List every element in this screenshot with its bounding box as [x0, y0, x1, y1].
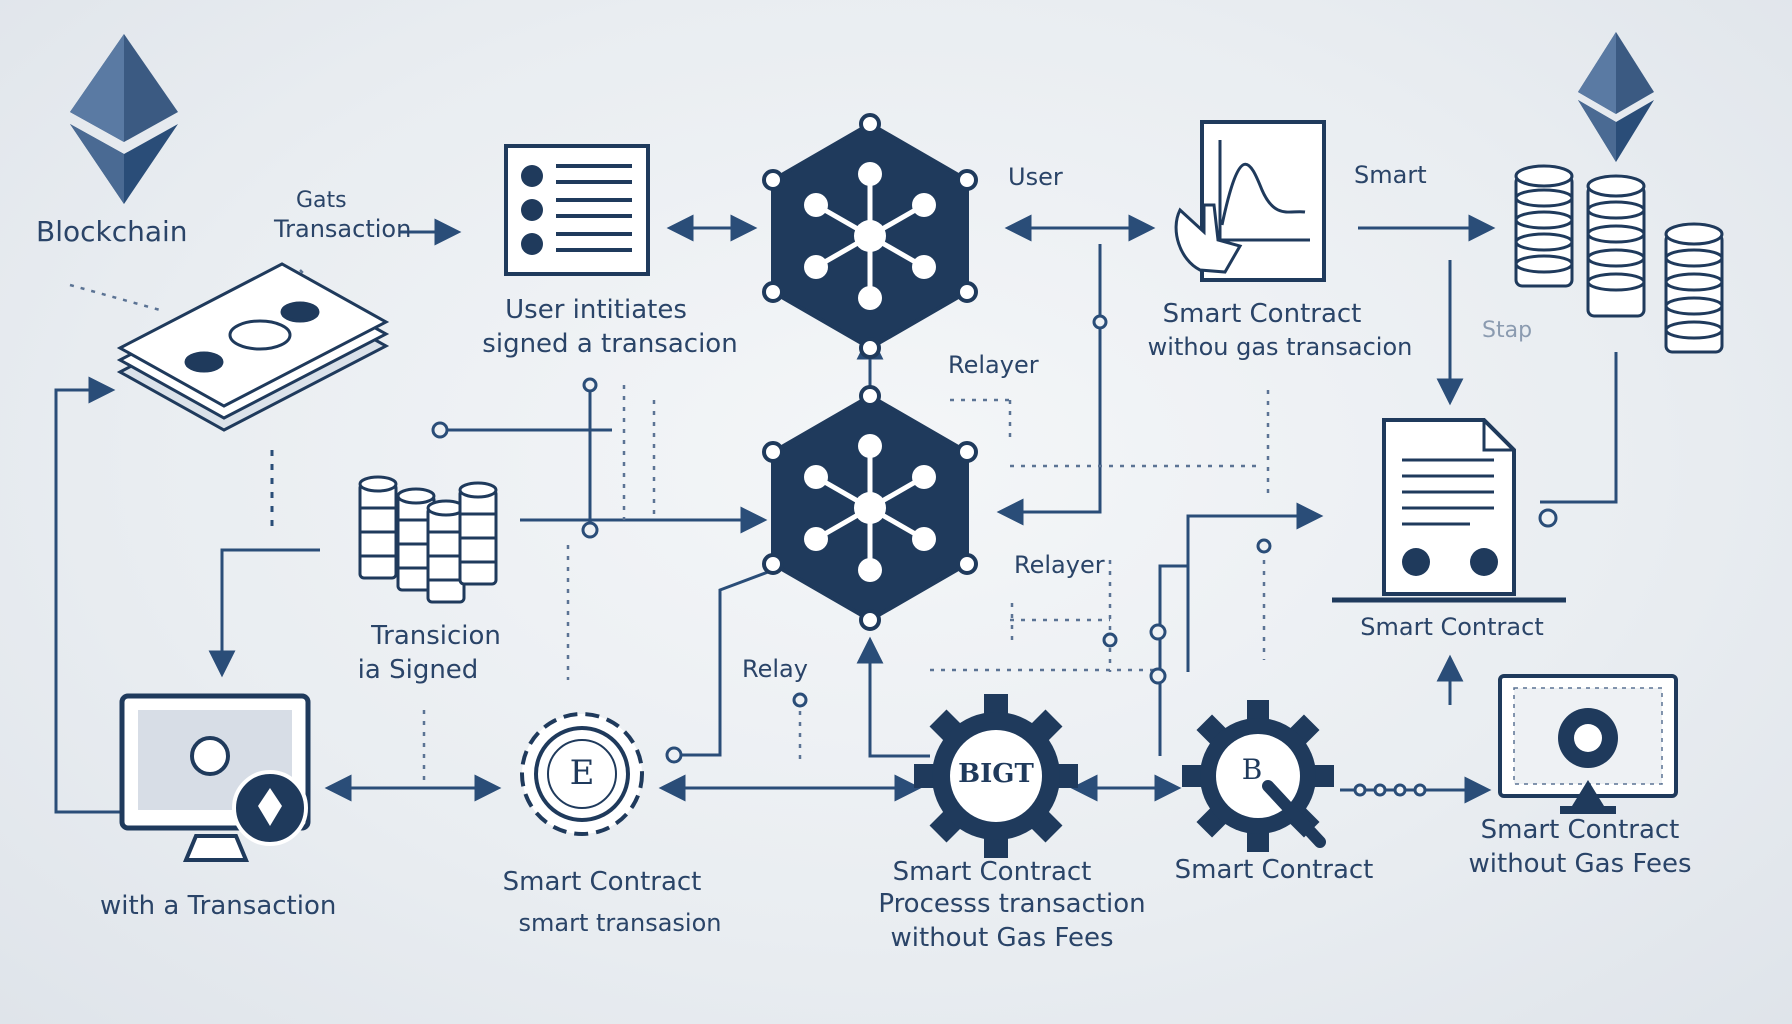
label-transaction-signed-1: Transicion: [371, 621, 501, 651]
hexagon-network-icon-top: [762, 113, 978, 359]
screen-shield-icon: [1498, 674, 1678, 814]
arrow-user-to-hex-mid: [996, 244, 1102, 526]
line-to-monitor: [208, 548, 320, 678]
contract-chart-icon: [1174, 120, 1326, 282]
arrow-to-doc-right: [1186, 502, 1324, 672]
label-blockchain: Blockchain: [36, 215, 188, 248]
gear-text-center: BIGT: [958, 759, 1034, 789]
label-user: User: [1008, 163, 1063, 191]
label-stap: Stap: [1482, 318, 1533, 343]
faded-title: [680, 38, 1080, 64]
document-icon: [1332, 418, 1566, 603]
money-bills-icon: [116, 262, 390, 432]
line-coins-to-doc: [1540, 352, 1618, 504]
gear-text-left: E: [569, 753, 595, 793]
document-list-icon: [504, 144, 650, 276]
label-relayer-top: Relayer: [948, 351, 1039, 379]
label-smart-contract-bc-2: Processs transaction: [878, 889, 1146, 919]
label-relayer-mid: Relayer: [1014, 551, 1105, 579]
label-without-gas-transaction: withou gas transacion: [1147, 333, 1413, 361]
big-gear-icon: [914, 694, 1078, 858]
label-relay: Relay: [742, 655, 808, 683]
label-smart-contract-bl-2: smart transasion: [518, 909, 722, 937]
gear-icon: [520, 712, 644, 836]
label-smart-contract-bc-1: Smart Contract: [892, 857, 1092, 887]
label-smart-contract-bc-3: without Gas Fees: [890, 923, 1114, 953]
label-transaction-signed-2: ia Signed: [357, 655, 479, 685]
ethereum-icon: [70, 34, 178, 204]
label-smart-contract-br: Smart Contract: [1174, 855, 1374, 885]
server-cylinder-icon: [358, 475, 498, 604]
ethereum-icon-right: [1578, 32, 1654, 162]
search-gear-icon: [1182, 700, 1334, 852]
label-smart: Smart: [1354, 161, 1427, 189]
label-transaction: Transaction: [274, 215, 412, 243]
label-smart-contract-right: Smart Contract: [1360, 613, 1544, 641]
label-smart-contract-bl-1: Smart Contract: [502, 867, 702, 897]
label-smart-contract-fr-1: Smart Contract: [1480, 815, 1680, 845]
coin-stack-icon: [1514, 164, 1724, 354]
connectors: [54, 214, 1618, 814]
loop-monitor-bills: [54, 376, 120, 814]
gear-text-right: B: [1241, 753, 1263, 786]
line-corridor: [1158, 564, 1188, 756]
label-with-transaction: with a Transaction: [100, 891, 337, 921]
connector-dots: [431, 314, 1558, 797]
hexagon-network-icon-mid: [762, 385, 978, 631]
dashed-lines: [69, 269, 1270, 780]
label-user-initiates: User intitiates: [505, 295, 687, 325]
monitor-icon: [119, 693, 311, 862]
label-signed-transaction: signed a transacion: [482, 329, 738, 359]
line-hex-to-gear: [670, 558, 801, 757]
label-smart-contract-top: Smart Contract: [1162, 299, 1362, 329]
arrow-relay-up: [856, 636, 930, 758]
label-smart-contract-fr-2: without Gas Fees: [1468, 849, 1692, 879]
label-gas: Gats: [296, 188, 347, 213]
